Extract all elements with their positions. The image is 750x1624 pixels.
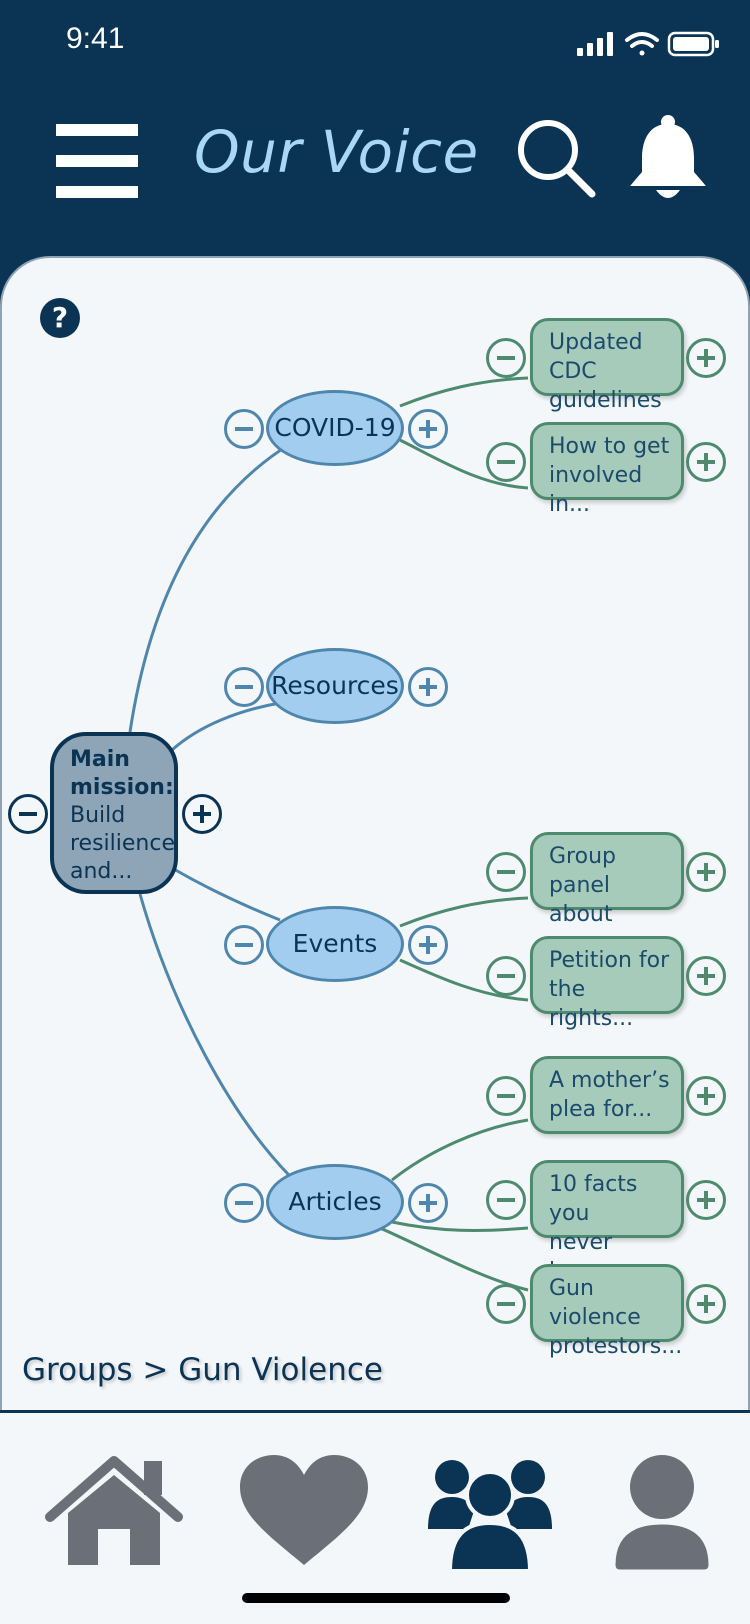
leaf-line: involved in... (549, 463, 643, 517)
expand-leaf-button[interactable] (686, 442, 726, 482)
notifications-button[interactable] (626, 114, 710, 204)
collapse-leaf-button[interactable] (486, 1180, 526, 1220)
main-node-line: Build (70, 803, 126, 828)
expand-leaf-button[interactable] (686, 852, 726, 892)
collapse-leaf-button[interactable] (486, 852, 526, 892)
collapse-covid-button[interactable] (224, 409, 264, 449)
leaf-line: Updated CDC (549, 330, 643, 384)
battery-icon (667, 31, 719, 57)
profile-icon (612, 1455, 712, 1573)
collapse-leaf-button[interactable] (486, 338, 526, 378)
leaf-line: Petition for (549, 948, 670, 973)
tab-bar (0, 1410, 750, 1624)
main-node-line: resilience (70, 831, 176, 856)
collapse-articles-button[interactable] (224, 1183, 264, 1223)
leaf-node-petition[interactable]: Petition for the rights... (530, 936, 684, 1031)
groups-icon (428, 1460, 552, 1573)
home-indicator (242, 1593, 510, 1603)
wifi-icon (625, 32, 659, 56)
expand-resources-button[interactable] (408, 667, 448, 707)
help-button[interactable]: ? (40, 298, 80, 338)
breadcrumb-separator: > (142, 1352, 169, 1388)
main-node-line: and... (70, 859, 133, 884)
branch-node-resources[interactable]: Resources (266, 648, 404, 724)
branch-node-events[interactable]: Events (266, 906, 404, 982)
leaf-node-panel[interactable]: Group panel about gun... (530, 832, 684, 956)
leaf-node-cdc[interactable]: Updated CDC guidelines (530, 318, 684, 413)
expand-leaf-button[interactable] (686, 956, 726, 996)
tab-groups[interactable] (428, 1453, 552, 1573)
status-bar: 9:41 (0, 0, 750, 90)
branch-node-articles[interactable]: Articles (266, 1164, 404, 1240)
tab-profile[interactable] (612, 1453, 712, 1573)
expand-covid-button[interactable] (408, 409, 448, 449)
leaf-line: Gun violence (549, 1276, 641, 1330)
heart-icon (240, 1455, 368, 1565)
app-header: Our Voice (0, 90, 750, 260)
collapse-main-button[interactable] (8, 794, 48, 834)
collapse-leaf-button[interactable] (486, 1284, 526, 1324)
status-time: 9:41 (66, 22, 125, 55)
leaf-line: A mother’s (549, 1068, 670, 1093)
breadcrumb: Groups > Gun Violence (22, 1352, 383, 1388)
status-icons (577, 31, 719, 57)
leaf-line: How to get (549, 434, 670, 459)
leaf-node-mother[interactable]: A mother’s plea for... (530, 1056, 684, 1134)
leaf-node-involved[interactable]: How to get involved in... (530, 422, 684, 517)
tab-favorites[interactable] (238, 1453, 370, 1573)
collapse-events-button[interactable] (224, 925, 264, 965)
leaf-line: 10 facts you (549, 1172, 638, 1226)
main-node-title: Main mission: (70, 747, 174, 800)
signal-icon (577, 32, 613, 56)
expand-articles-button[interactable] (408, 1183, 448, 1223)
menu-button[interactable] (56, 124, 138, 198)
expand-leaf-button[interactable] (686, 338, 726, 378)
app-title: Our Voice (194, 118, 479, 186)
breadcrumb-parent[interactable]: Groups (22, 1352, 133, 1388)
collapse-leaf-button[interactable] (486, 442, 526, 482)
leaf-line: the rights... (549, 977, 634, 1031)
search-button[interactable] (516, 118, 598, 200)
breadcrumb-current: Gun Violence (178, 1352, 383, 1388)
expand-leaf-button[interactable] (686, 1284, 726, 1324)
collapse-leaf-button[interactable] (486, 956, 526, 996)
bell-icon (630, 115, 706, 198)
expand-main-button[interactable] (182, 794, 222, 834)
expand-events-button[interactable] (408, 925, 448, 965)
leaf-node-facts[interactable]: 10 facts you never knew... (530, 1160, 684, 1284)
tab-home[interactable] (44, 1453, 184, 1573)
expand-leaf-button[interactable] (686, 1180, 726, 1220)
leaf-line: guidelines (549, 388, 662, 413)
mindmap-main-node[interactable]: Main mission: Build resilience and... (50, 732, 178, 894)
search-icon (518, 120, 596, 198)
expand-leaf-button[interactable] (686, 1076, 726, 1116)
menu-icon-bar (56, 155, 138, 167)
home-icon (45, 1456, 183, 1565)
collapse-leaf-button[interactable] (486, 1076, 526, 1116)
leaf-node-protestors[interactable]: Gun violence protestors... (530, 1264, 684, 1359)
leaf-line: protestors... (549, 1334, 683, 1359)
branch-node-covid[interactable]: COVID-19 (266, 390, 404, 466)
collapse-resources-button[interactable] (224, 667, 264, 707)
leaf-line: plea for... (549, 1097, 653, 1122)
menu-icon-bar (56, 124, 138, 136)
menu-icon-bar (56, 186, 138, 198)
leaf-line: Group panel (549, 844, 616, 898)
